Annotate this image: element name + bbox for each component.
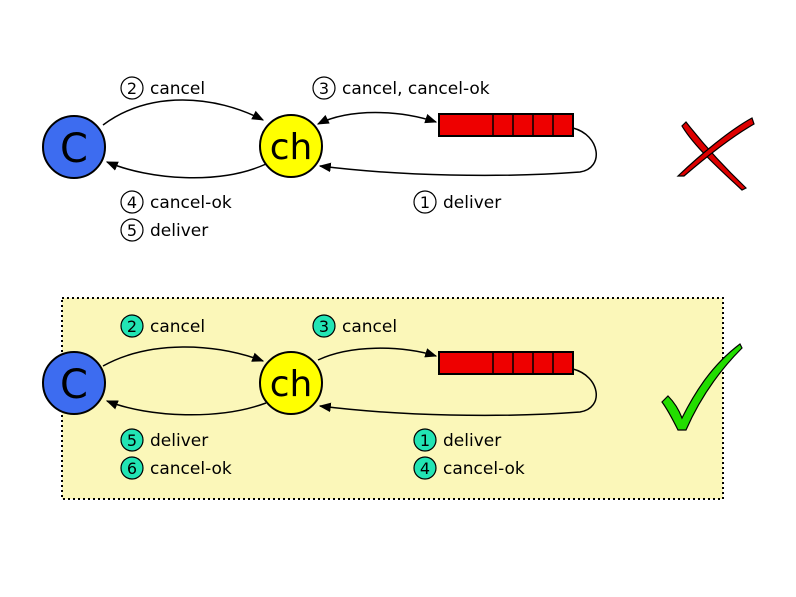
highlight-panel	[61, 297, 724, 500]
svg-text:1: 1	[420, 431, 430, 450]
svg-text:3: 3	[319, 79, 329, 98]
arrow-consumer-to-channel	[102, 346, 265, 367]
svg-text:cancel: cancel	[150, 317, 205, 337]
top-scenario: C ch 2 cancel 3 cancel, cancel-ok 4 canc…	[42, 76, 755, 242]
channel-label: ch	[270, 127, 313, 168]
svg-text:5: 5	[127, 431, 137, 450]
channel-label: ch	[270, 364, 313, 405]
svg-text:deliver: deliver	[150, 431, 208, 451]
consumer-node	[42, 115, 106, 179]
channel-node	[259, 114, 323, 178]
step-label: 4 cancel-ok	[413, 456, 525, 480]
arrow-queue-to-channel	[318, 127, 597, 177]
svg-text:6: 6	[127, 459, 137, 478]
svg-text:3: 3	[319, 317, 329, 336]
step-label: 4 cancel-ok	[120, 190, 232, 214]
svg-text:cancel: cancel	[150, 79, 205, 99]
red-x-icon	[676, 117, 755, 191]
arrow-channel-to-consumer	[105, 161, 267, 179]
step-label: 6 cancel-ok	[120, 456, 232, 480]
svg-text:cancel-ok: cancel-ok	[150, 459, 232, 479]
arrow-channel-to-consumer	[105, 400, 267, 416]
svg-text:cancel, cancel-ok: cancel, cancel-ok	[342, 79, 490, 99]
svg-text:cancel-ok: cancel-ok	[443, 459, 525, 479]
arrow-channel-queue-bidirectional	[316, 111, 438, 125]
svg-text:cancel-ok: cancel-ok	[150, 193, 232, 213]
green-check-icon	[661, 343, 743, 431]
arrow-consumer-to-channel	[102, 99, 265, 126]
arrow-channel-to-queue	[317, 347, 438, 361]
svg-text:deliver: deliver	[150, 221, 208, 241]
step-label: 1 deliver	[413, 428, 501, 452]
svg-text:2: 2	[127, 79, 137, 98]
consumer-node	[42, 351, 106, 415]
step-label: 1 deliver	[413, 190, 501, 214]
arrow-queue-to-channel	[318, 368, 597, 417]
svg-text:4: 4	[420, 459, 430, 478]
svg-text:4: 4	[127, 193, 137, 212]
svg-text:deliver: deliver	[443, 431, 501, 451]
bottom-scenario: C ch 2 cancel 3 cancel 5 deliver	[42, 314, 743, 480]
svg-text:deliver: deliver	[443, 193, 501, 213]
step-label: 5 deliver	[120, 218, 208, 242]
step-label: 3 cancel, cancel-ok	[312, 76, 490, 100]
svg-text:cancel: cancel	[342, 317, 397, 337]
consumer-label: C	[60, 362, 88, 408]
channel-node	[259, 351, 323, 415]
svg-text:2: 2	[127, 317, 137, 336]
queue	[438, 113, 574, 137]
step-label: 2 cancel	[120, 76, 205, 100]
queue	[438, 351, 574, 375]
step-label: 2 cancel	[120, 314, 205, 338]
svg-text:1: 1	[420, 193, 430, 212]
svg-text:5: 5	[127, 221, 137, 240]
step-label: 3 cancel	[312, 314, 397, 338]
consumer-label: C	[60, 126, 88, 172]
step-label: 5 deliver	[120, 428, 208, 452]
